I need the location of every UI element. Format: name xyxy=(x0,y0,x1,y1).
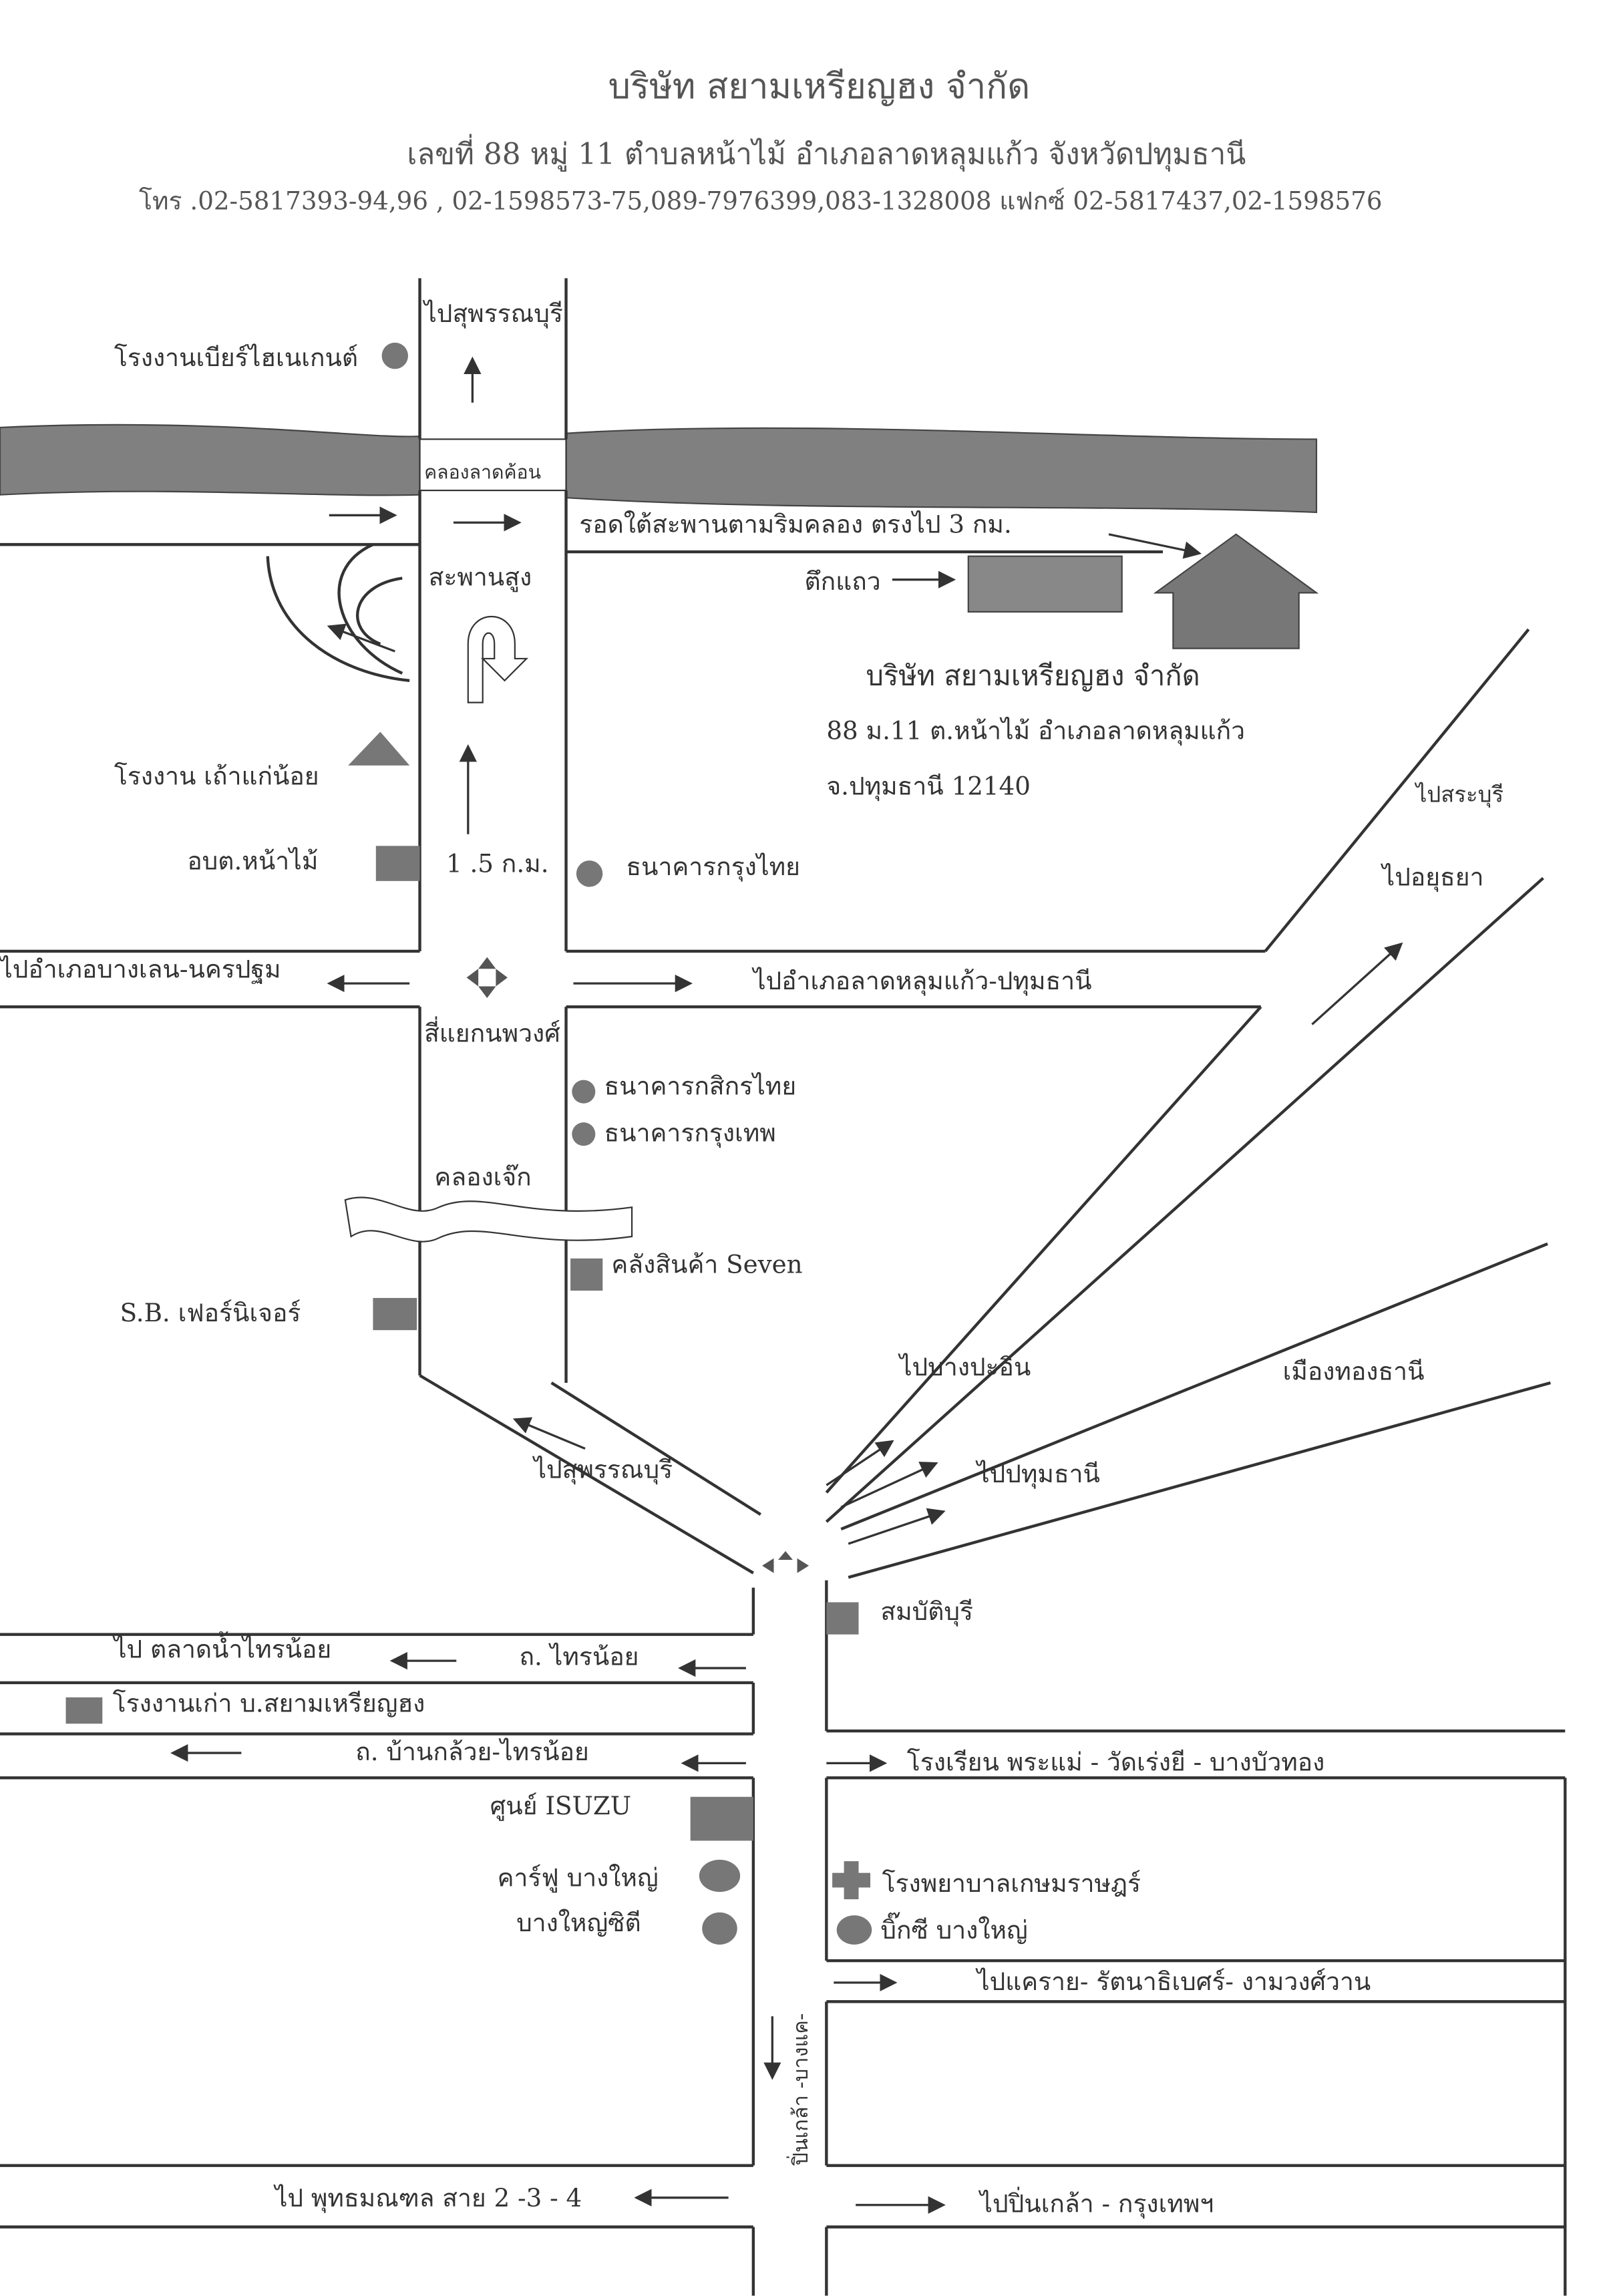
label-distance: 1 .5 ก.ม. xyxy=(446,849,549,878)
intersection-icon xyxy=(466,957,508,999)
u-turn-icon xyxy=(467,615,529,703)
label-ban-kluai-rd: ถ. บ้านกล้วย-ไทรน้อย xyxy=(355,1737,589,1766)
junction-icon xyxy=(761,1550,810,1573)
obt-marker xyxy=(375,846,420,881)
label-kasikorn: ธนาคารกสิกรไทย xyxy=(604,1072,796,1101)
label-old-factory-company: โรงงานเก่า บ.สยามเหรียญฮง xyxy=(113,1689,425,1718)
big-c-marker xyxy=(836,1915,872,1945)
label-to-ayutthaya: ไปอยุธยา xyxy=(1381,862,1484,892)
destination-name: บริษัท สยามเหรียญฮง จำกัด xyxy=(866,659,1200,691)
label-to-khae-rai: ไปแคราย- รัตนาธิเบศร์- งามวงศ์วาน xyxy=(975,1967,1371,1996)
krungthai-marker xyxy=(576,860,603,887)
label-under-bridge: รอดใต้สะพานตามริมคลอง ตรงไป 3 กม. xyxy=(579,510,1012,539)
label-sombat-buri: สมบัติบุรี xyxy=(880,1597,973,1627)
beer-factory-marker xyxy=(381,342,409,369)
canal-lat-khon-label: คลองลาดค้อน xyxy=(424,462,541,484)
label-beer-factory: โรงงานเบียร์ไฮเนเกนต์ xyxy=(114,343,358,372)
river-lat-khon xyxy=(0,424,1318,514)
isuzu-marker xyxy=(690,1796,753,1841)
label-school: โรงเรียน พระแม่ - วัดเร่งยี - บางบัวทอง xyxy=(907,1747,1325,1776)
label-to-pathum: ไปปทุมธานี xyxy=(975,1459,1100,1489)
label-to-phutthamonthon: ไป พุทธมณฑล สาย 2 -3 - 4 xyxy=(273,2183,582,2213)
sb-furniture-marker xyxy=(373,1297,417,1331)
company-address: เลขที่ 88 หมู่ 11 ตำบลหน้าไม้ อำเภอลาดหล… xyxy=(407,134,1246,172)
label-carrefour: คาร์ฟู บางใหญ่ xyxy=(498,1862,659,1893)
roads xyxy=(0,278,1567,2296)
label-to-suphan-mid: ไปสุพรรณบุรี xyxy=(532,1454,673,1484)
carrefour-marker xyxy=(699,1859,741,1893)
label-high-bridge: สะพานสูง xyxy=(429,562,532,592)
label-to-bang-pa-in: ไปบางปะอิน xyxy=(898,1352,1031,1381)
label-old-factory: โรงงาน เถ้าแก่น้อย xyxy=(114,761,319,790)
label-intersection: สี่แยกนพวงศ์ xyxy=(424,1016,560,1048)
label-row-house: ตึกแถว xyxy=(805,566,881,596)
label-to-lat-lum-kaeo: ไปอำเภอลาดหลุมแก้ว-ปทุมธานี xyxy=(751,966,1092,996)
label-muang-thong: เมืองทองธานี xyxy=(1283,1357,1425,1386)
canal-chek xyxy=(344,1196,633,1243)
label-obt: อบต.หน้าไม้ xyxy=(187,846,318,875)
hospital-cross-icon xyxy=(832,1861,871,1900)
bangkok-bank-marker xyxy=(572,1122,596,1146)
label-seven-warehouse: คลังสินค้า Seven xyxy=(611,1250,802,1279)
old-factory-company-marker xyxy=(65,1697,103,1724)
label-bangkok-bank: ธนาคารกรุงเทพ xyxy=(604,1118,775,1148)
row-house-marker xyxy=(967,555,1123,613)
destination-address-1: 88 ม.11 ต.หน้าไม้ อำเภอลาดหลุมแก้ว xyxy=(826,715,1245,746)
label-isuzu: ศูนย์ ISUZU xyxy=(490,1791,632,1821)
bridge xyxy=(419,438,567,492)
label-sb-furniture: S.B. เฟอร์นิเจอร์ xyxy=(120,1298,301,1327)
label-bang-yai-city: บางใหญ่ซิตี xyxy=(516,1908,641,1937)
company-house-icon xyxy=(1153,533,1319,649)
direction-arrows xyxy=(170,356,1403,2214)
label-hospital: โรงพยาบาลเกษมราษฎร์ xyxy=(882,1868,1141,1898)
label-sai-noi-rd: ถ. ไทรน้อย xyxy=(519,1642,639,1671)
label-pin-klao-vertical: ปิ่นเกล้า -บางแค- xyxy=(786,2013,813,2166)
destination-address-2: จ.ปทุมธานี 12140 xyxy=(826,772,1031,802)
label-big-c: บิ๊กซี บางใหญ่ xyxy=(880,1912,1027,1945)
company-contact: โทร .02-5817393-94,96 , 02-1598573-75,08… xyxy=(139,186,1383,216)
label-to-bang-len: ไปอำเภอบางเลน-นครปฐม xyxy=(0,954,281,984)
label-to-talat-sai-noi: ไป ตลาดน้ำไทรน้อย xyxy=(112,1631,331,1664)
old-factory-marker xyxy=(348,731,410,766)
label-to-saraburi: ไปสระบุรี xyxy=(1414,782,1503,808)
label-krungthai: ธนาคารกรุงไทย xyxy=(626,852,800,882)
bang-yai-city-marker xyxy=(702,1912,737,1945)
company-title: บริษัท สยามเหรียญฮง จำกัด xyxy=(608,66,1031,107)
kasikorn-marker xyxy=(572,1080,596,1104)
label-canal-chek: คลองเจ๊ก xyxy=(434,1162,531,1191)
seven-warehouse-marker xyxy=(570,1258,603,1291)
sombat-buri-marker xyxy=(826,1602,859,1635)
label-to-pin-klao: ไปปิ่นเกล้า - กรุงเทพฯ xyxy=(978,2186,1214,2219)
label-to-suphan-top: ไปสุพรรณบุรี xyxy=(422,299,563,329)
